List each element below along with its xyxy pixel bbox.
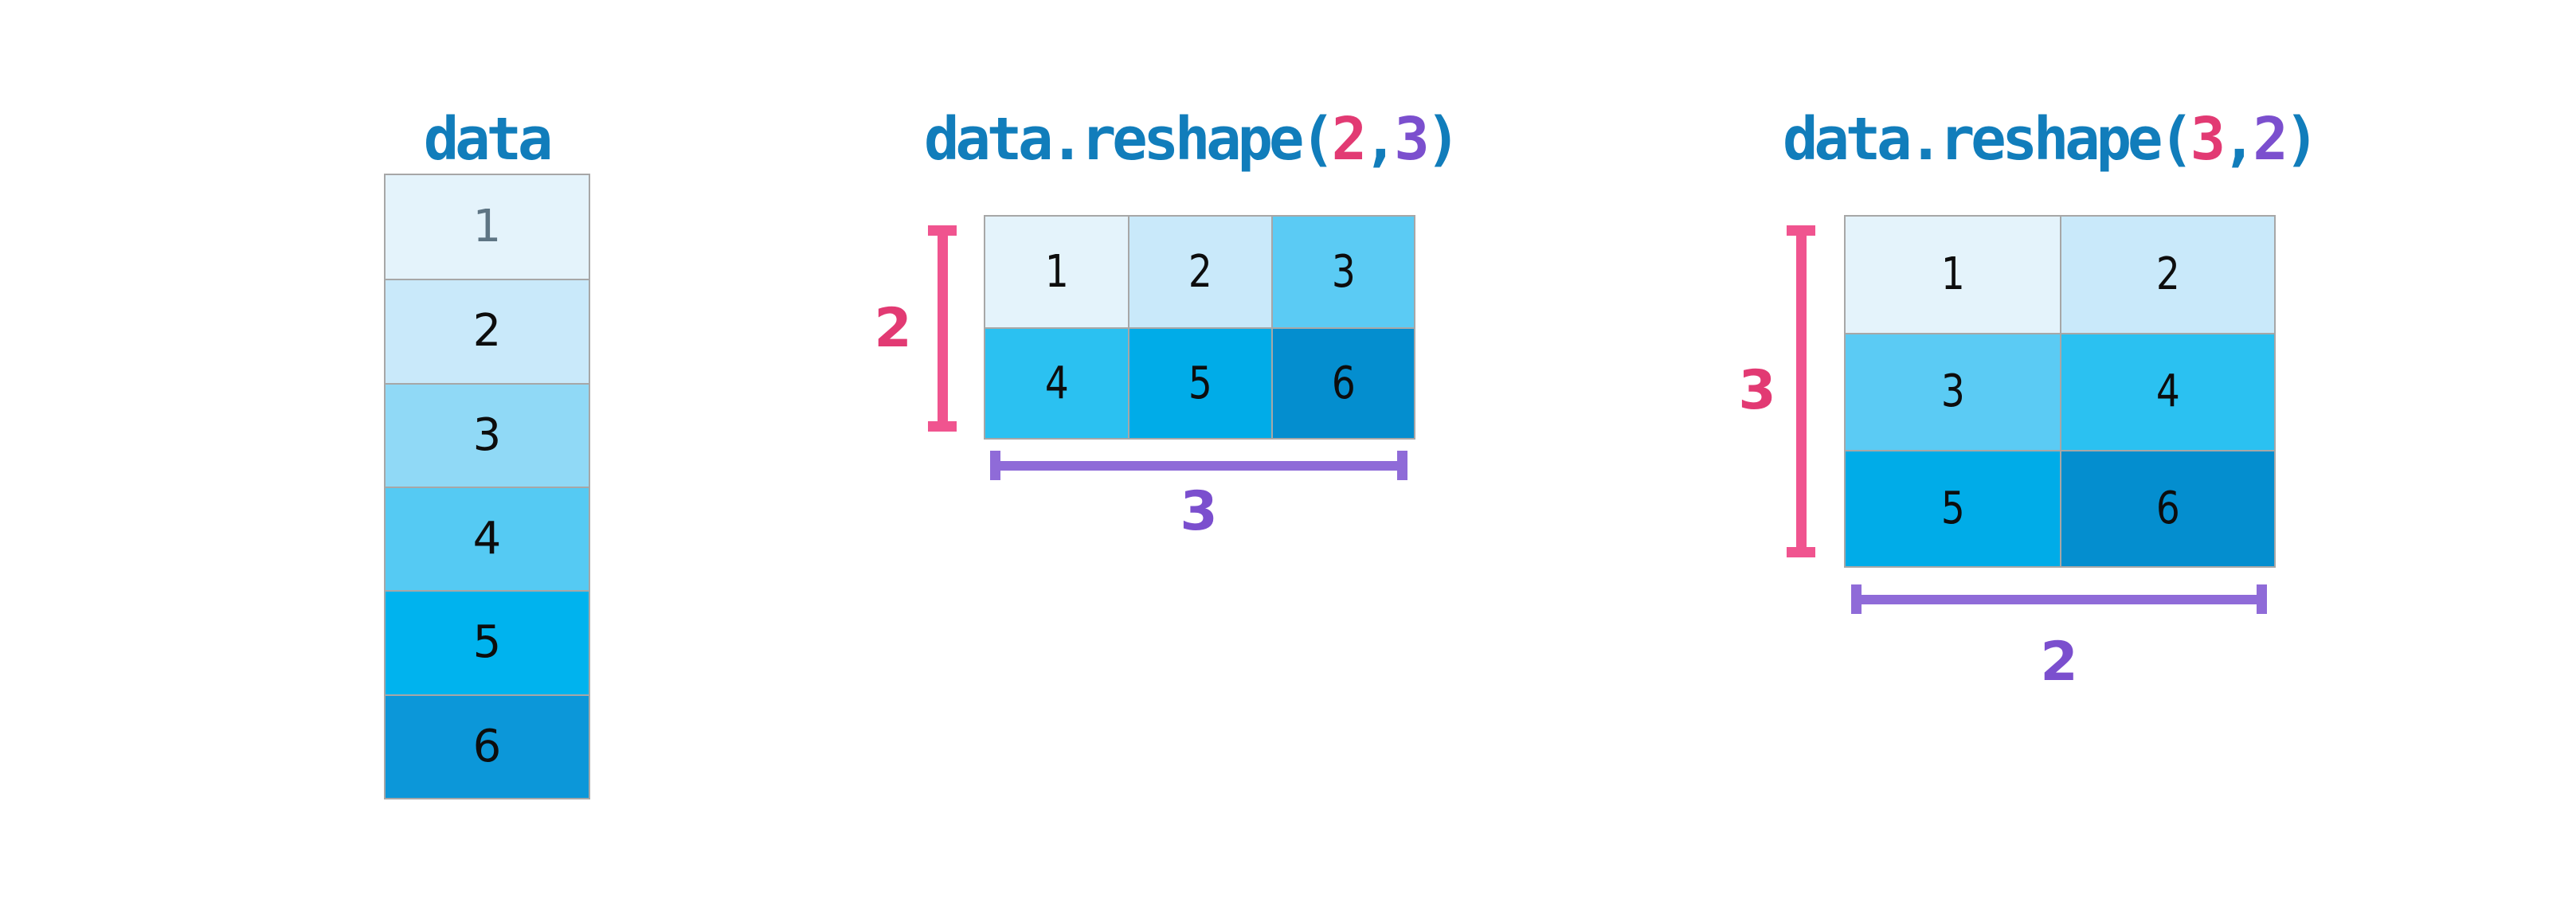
title-segment: ,	[2221, 105, 2257, 174]
cols-dimension-bracket	[1851, 584, 2267, 614]
cell-value: 1	[472, 201, 502, 253]
bracket-cap	[1851, 584, 1862, 614]
array-cell: 2	[2060, 217, 2274, 334]
array-cell: 1	[1846, 217, 2060, 334]
rows-dimension-label: 2	[874, 297, 912, 360]
title-segment-rows: 2	[1331, 105, 1368, 174]
cell-value: 4	[2155, 365, 2180, 418]
cell-value: 2	[1188, 245, 1212, 298]
cell-value: 5	[1940, 482, 1965, 534]
reshape-3-2-title: data.reshape(3,2)	[1783, 110, 2320, 169]
title-segment-cols: 2	[2253, 105, 2288, 174]
reshape-3-2-grid: 1 2 3 4 5 6	[1844, 215, 2276, 568]
rows-dimension-bracket	[928, 225, 957, 432]
bracket-cap	[928, 225, 957, 236]
array-cell: 5	[1128, 327, 1271, 438]
bracket-cap	[928, 421, 957, 432]
title-segment-rows: 3	[2190, 105, 2226, 174]
rows-dimension-bracket	[1787, 225, 1815, 557]
cols-dimension-bracket	[990, 451, 1407, 480]
cell-value: 2	[472, 305, 502, 358]
array-cell: 5	[1846, 449, 2060, 566]
bracket-line	[1862, 594, 2257, 604]
cell-value: 4	[472, 513, 502, 565]
cell-value: 5	[472, 616, 502, 669]
cols-dimension-label: 2	[2040, 631, 2078, 694]
title-segment: data	[423, 105, 554, 174]
cell-value: 1	[1940, 248, 1965, 301]
cell-value: 2	[2155, 248, 2180, 301]
array-cell: 3	[1270, 217, 1414, 327]
cell-value: 3	[1940, 365, 1965, 418]
bracket-cap	[1787, 547, 1815, 557]
data-array-title: data	[384, 110, 589, 169]
array-cell: 2	[1128, 217, 1271, 327]
title-segment: data.reshape(	[1783, 105, 2194, 174]
array-cell: 4	[386, 486, 589, 591]
array-cell: 6	[386, 694, 589, 798]
cell-value: 6	[1331, 357, 1356, 409]
array-cell: 5	[386, 590, 589, 694]
bracket-cap	[990, 451, 1000, 480]
title-segment: )	[1425, 105, 1462, 174]
title-segment-cols: 3	[1394, 105, 1430, 174]
bracket-cap	[1397, 451, 1407, 480]
array-cell: 2	[386, 279, 589, 383]
array-cell: 1	[386, 175, 589, 279]
rows-dimension-label: 3	[1738, 359, 1776, 422]
array-cell: 1	[985, 217, 1129, 327]
reshape-2-3-title: data.reshape(2,3)	[924, 110, 1461, 169]
cell-value: 3	[1331, 245, 1356, 298]
bracket-line	[937, 236, 948, 421]
cell-value: 6	[2155, 482, 2180, 534]
array-cell: 4	[2060, 333, 2274, 450]
title-segment: ,	[1362, 105, 1399, 174]
array-cell: 6	[1270, 327, 1414, 438]
reshape-2-3-grid: 1 2 3 4 5 6	[984, 215, 1415, 440]
array-cell: 3	[386, 382, 589, 487]
cell-value: 1	[1044, 245, 1069, 298]
bracket-line	[1795, 236, 1807, 547]
title-segment: )	[2284, 105, 2320, 174]
array-cell: 3	[1846, 333, 2060, 450]
cell-value: 6	[472, 720, 502, 772]
bracket-cap	[2257, 584, 2267, 614]
bracket-line	[1000, 460, 1397, 471]
cols-dimension-label: 3	[1180, 480, 1218, 543]
bracket-cap	[1787, 225, 1815, 236]
data-array-column: 1 2 3 4 5 6	[384, 174, 590, 799]
array-cell: 6	[2060, 449, 2274, 566]
array-cell: 4	[985, 327, 1129, 438]
title-segment: data.reshape(	[924, 105, 1336, 174]
cell-value: 5	[1188, 357, 1212, 409]
cell-value: 4	[1044, 357, 1069, 409]
cell-value: 3	[472, 408, 502, 461]
